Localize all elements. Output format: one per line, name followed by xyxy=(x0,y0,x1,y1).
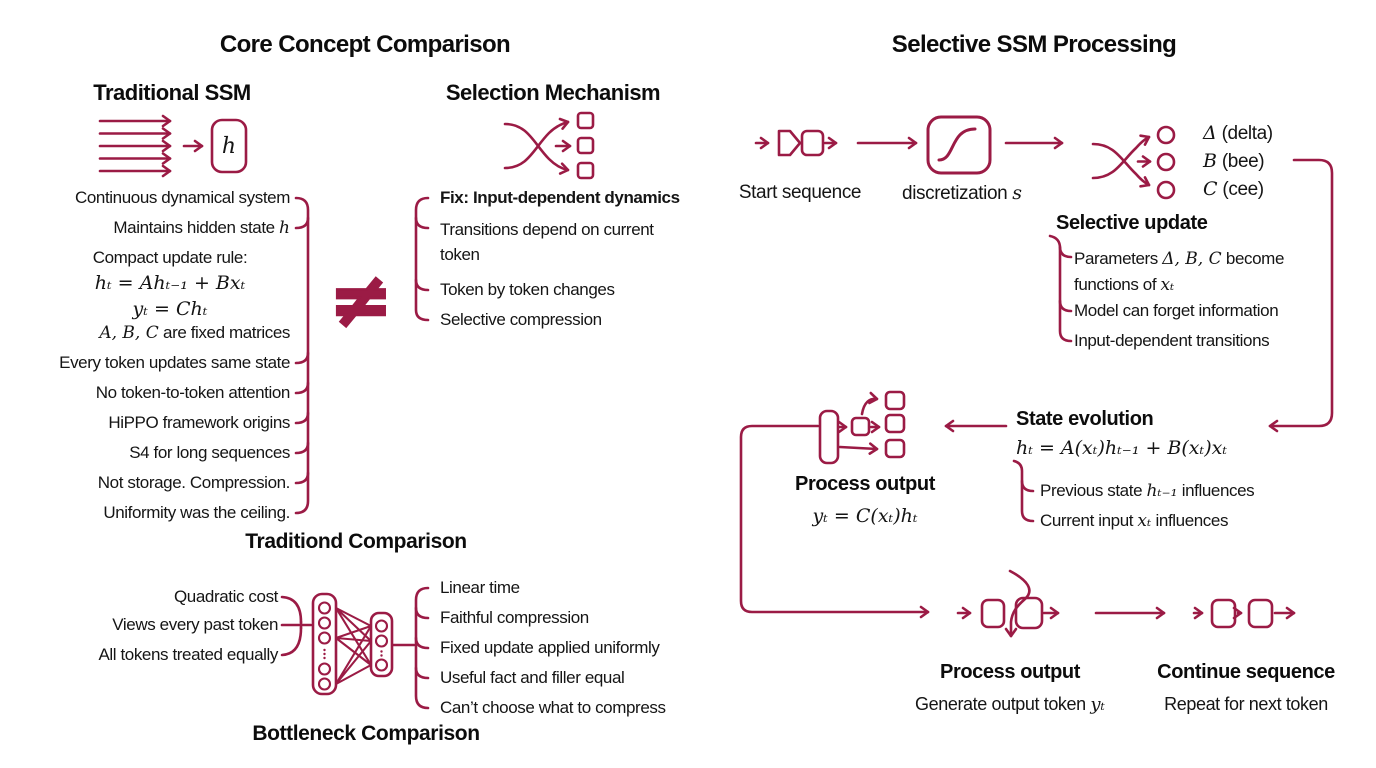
traditional-item: Every token updates same state xyxy=(59,353,290,372)
process-output-top-heading: Process output xyxy=(795,473,935,495)
state-evolution-item: Current input xₜ influences xyxy=(1040,511,1229,531)
state-evolution-equation: hₜ = A(xₜ)hₜ₋₁ + B(xₜ)xₜ xyxy=(1016,437,1228,459)
hidden-state-symbol: h xyxy=(221,133,237,159)
process-output-icon xyxy=(818,390,906,465)
traditional-comparison-heading: Traditiond Comparison xyxy=(245,530,467,553)
param-label-b: B (bee) xyxy=(1203,150,1265,172)
selection-item: Token by token changes xyxy=(440,280,615,299)
bottleneck-right-item: Faithful compression xyxy=(440,608,589,627)
bottleneck-left-item: Quadratic cost xyxy=(173,587,278,606)
traditional-item: S4 for long sequences xyxy=(129,443,290,462)
bottleneck-right-item: Can’t choose what to compress xyxy=(440,698,666,717)
discretization-label: discretization s xyxy=(902,182,1022,204)
traditional-item: Uniformity was the ceiling. xyxy=(103,503,290,522)
token-process-icon xyxy=(956,569,1060,638)
selective-update-item: Model can forget information xyxy=(1074,301,1279,320)
start-sequence-label: Start sequence xyxy=(738,182,862,203)
selection-mechanism-heading: Selection Mechanism xyxy=(445,80,661,105)
not-equal-symbol: ≠ xyxy=(328,254,394,346)
state-evolution-item: Previous state hₜ₋₁ influences xyxy=(1040,481,1255,501)
selection-items-bracket xyxy=(414,196,430,322)
traditional-item: Compact update rule: xyxy=(92,248,248,267)
state-evolution-heading: State evolution xyxy=(1016,408,1154,430)
bottleneck-comparison-heading: Bottleneck Comparison xyxy=(252,722,480,745)
bottleneck-left-item: Views every past token xyxy=(112,615,278,634)
selection-item: Selective compression xyxy=(440,310,602,329)
selection-mechanism-icon xyxy=(503,111,595,180)
traditional-item: No token-to-token attention xyxy=(95,383,291,402)
continue-sequence-heading: Continue sequence xyxy=(1157,661,1335,683)
traditional-equation-2: yₜ = Chₜ xyxy=(132,298,208,320)
selective-update-heading: Selective update xyxy=(1056,212,1208,234)
process-output-bottom-heading: Process output xyxy=(940,661,1080,683)
traditional-ssm-heading: Traditional SSM xyxy=(93,80,251,105)
selective-update-item: Parameters Δ, B, C become functions of x… xyxy=(1074,249,1284,295)
bottleneck-right-item: Fixed update applied uniformly xyxy=(440,638,660,657)
traditional-item: HiPPO framework origins xyxy=(108,413,290,432)
traditional-item: A, B, C are fixed matrices xyxy=(99,323,290,343)
state-evolution-bracket xyxy=(1012,459,1035,523)
selection-item: Transitions depend on current token xyxy=(440,220,654,264)
start-sequence-icon xyxy=(754,129,838,157)
selection-item-fix: Fix: Input-dependent dynamics xyxy=(440,188,680,207)
traditional-item: Maintains hidden state h xyxy=(113,218,290,238)
process-output-equation: yₜ = C(xₜ)hₜ xyxy=(812,505,918,527)
right-panel-title: Selective SSM Processing xyxy=(891,31,1177,58)
traditional-equation-1: hₜ = Ahₜ₋₁ + Bxₜ xyxy=(94,272,246,294)
bottleneck-right-bracket xyxy=(414,586,430,710)
discretization-icon xyxy=(926,115,992,175)
parameter-split-icon xyxy=(1091,125,1176,200)
traditional-items-bracket xyxy=(294,196,310,515)
bottleneck-right-item: Linear time xyxy=(440,578,520,597)
param-label-c: C (cee) xyxy=(1203,178,1264,200)
process-output-caption: Generate output token yₜ xyxy=(915,694,1105,715)
traditional-item: Not storage. Compression. xyxy=(97,473,291,492)
attention-network-icon xyxy=(311,592,416,696)
continue-sequence-caption: Repeat for next token xyxy=(1164,694,1328,714)
selective-update-bracket xyxy=(1048,234,1073,343)
bottleneck-left-item: All tokens treated equally xyxy=(98,645,278,664)
left-panel-title: Core Concept Comparison xyxy=(219,31,511,58)
continue-sequence-icon xyxy=(1192,598,1296,629)
traditional-item: Continuous dynamical system xyxy=(74,188,290,207)
selective-update-item: Input-dependent transitions xyxy=(1074,331,1270,350)
bottleneck-left-brace xyxy=(280,595,313,657)
bottleneck-right-item: Useful fact and filler equal xyxy=(440,668,625,687)
param-label-delta: Δ (delta) xyxy=(1203,122,1273,144)
